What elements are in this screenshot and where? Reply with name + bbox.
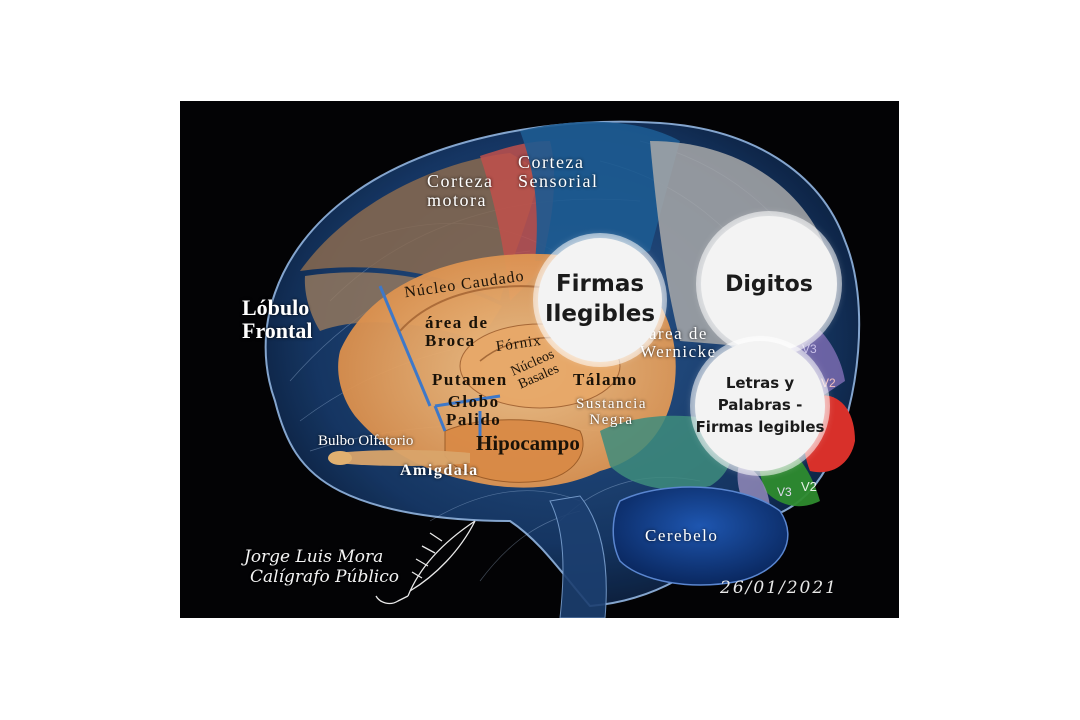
- signature-date: 26/01/2021: [720, 578, 838, 598]
- label-visual-v3-a: V3: [802, 342, 817, 356]
- label-visual-v3-c: V3: [777, 485, 792, 499]
- label-bulbo-olfatorio: Bulbo Olfatorio: [318, 433, 414, 449]
- label-corteza-sensorial: Corteza Sensorial: [518, 152, 599, 191]
- label-putamen: Putamen: [432, 370, 508, 389]
- label-area-broca: área de Broca: [425, 313, 489, 350]
- brain-panel: Corteza motora Corteza Sensorial Lóbulo …: [180, 101, 899, 618]
- bubble-firmas-ilegibles: Firmas Ilegibles: [538, 238, 662, 362]
- temporal-teal-region: [600, 415, 733, 490]
- olfactory-bulb-shape: [335, 450, 470, 466]
- brainstem: [549, 495, 607, 618]
- cerebellum-shape: [612, 486, 789, 586]
- label-globo-palido: Globo Palido: [446, 392, 502, 429]
- label-hipocampo: Hipocampo: [476, 431, 580, 455]
- olfactory-bulb-tip: [328, 451, 352, 465]
- signature-block: Jorge Luis Mora Calígrafo Público: [244, 547, 399, 587]
- label-visual-v2-b: V2: [801, 479, 817, 494]
- bubble-digitos-text: Digitos: [725, 271, 813, 297]
- label-amigdala: Amigdala: [400, 462, 479, 479]
- signature-title: Calígrafo Público: [250, 566, 399, 587]
- label-lobulo-frontal: Lóbulo Frontal: [242, 295, 313, 344]
- quill-icon: [375, 520, 476, 605]
- label-visual-v2-a: V2: [821, 376, 836, 390]
- bubble-digitos: Digitos: [701, 216, 837, 352]
- bubble-letras-palabras-text: Letras y Palabras - Firmas legibles: [695, 374, 825, 436]
- guide-lines: [378, 285, 501, 446]
- sensory-cortex-region: [520, 121, 680, 261]
- label-cerebelo: Cerebelo: [645, 526, 719, 545]
- label-area-wernicke: área de Wernicke: [640, 324, 717, 361]
- bubble-firmas-ilegibles-text: Firmas Ilegibles: [544, 271, 656, 327]
- label-corteza-motora: Corteza motora: [427, 171, 494, 210]
- label-talamo: Tálamo: [573, 370, 638, 389]
- label-sustancia-negra: Sustancia Negra: [576, 396, 647, 428]
- signature-name: Jorge Luis Mora: [244, 547, 384, 567]
- bubble-letras-palabras: Letras y Palabras - Firmas legibles: [695, 341, 825, 471]
